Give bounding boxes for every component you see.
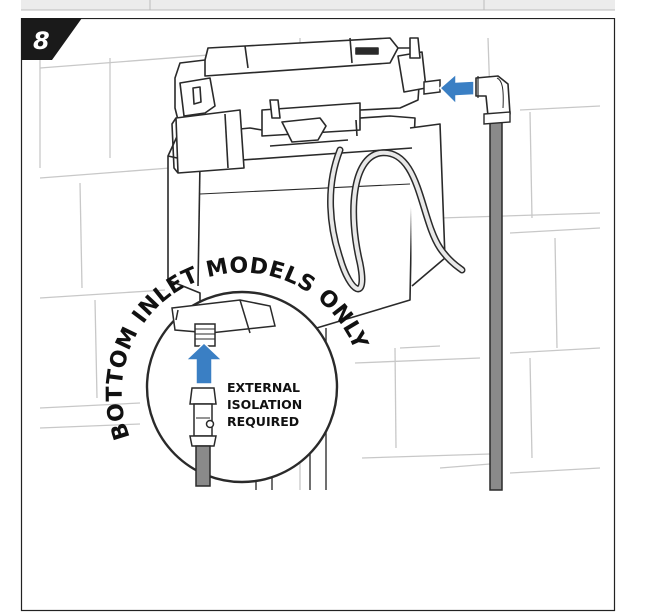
- wall-tiles: [39, 37, 601, 490]
- top-table-strip: [21, 0, 615, 11]
- supply-pipe: [475, 75, 511, 491]
- side-inlet-stub: [423, 79, 441, 95]
- cistern: [167, 37, 446, 335]
- note-line-2: ISOLATION: [227, 397, 302, 412]
- upward-arrow-icon: [184, 341, 224, 385]
- note-line-1: EXTERNAL: [227, 380, 300, 395]
- step-badge: 8: [21, 18, 82, 60]
- callout-note: EXTERNAL ISOLATION REQUIRED: [227, 380, 302, 429]
- note-line-3: REQUIRED: [227, 414, 299, 429]
- step-panel: BOTTOM INLET MODELS ONLY EXTERNAL ISOLAT…: [20, 18, 616, 612]
- step-number: 8: [33, 27, 50, 55]
- flexible-hose: [327, 146, 466, 293]
- right-to-left-arrow-icon: [438, 72, 475, 106]
- callout-circle: [145, 290, 339, 487]
